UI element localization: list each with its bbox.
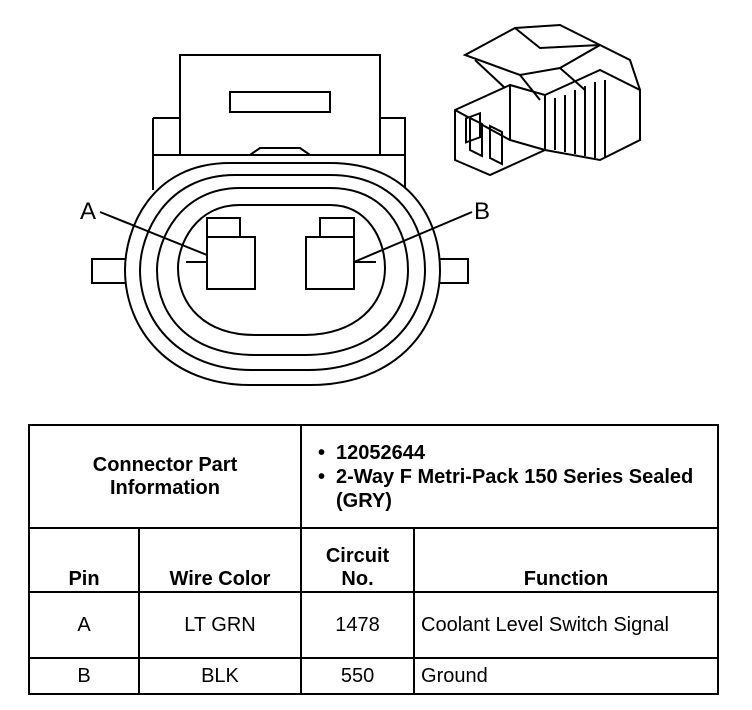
header-wire-color: Wire Color: [137, 527, 303, 593]
part-number: 12052644: [308, 441, 711, 465]
connector-info-values: 12052644 2-Way F Metri-Pack 150 Series S…: [300, 424, 720, 529]
left-tab: [91, 258, 131, 284]
row-wire-color: LT GRN: [137, 591, 303, 659]
connector-info-label-text: Connector Part Information: [92, 453, 238, 499]
connector-latch: [152, 54, 406, 190]
row-wire-color: BLK: [137, 657, 303, 695]
header-row: Pin Wire Color Circuit No. Function: [28, 527, 720, 593]
connector-info-row: Connector Part Information 12052644 2-Wa…: [27, 424, 720, 529]
row-circuit: 1478: [300, 591, 416, 659]
row-function: Ground: [413, 657, 720, 695]
row-pin: A: [28, 591, 140, 659]
connector-table: Connector Part Information 12052644 2-Wa…: [27, 424, 720, 695]
pin-a-leader: [99, 211, 208, 256]
header-pin: Pin: [28, 527, 140, 593]
header-function: Function: [413, 527, 720, 593]
connector-iso-view: [454, 23, 641, 177]
connector-diagram: [91, 23, 641, 386]
header-circuit-text: Circuit No.: [325, 545, 390, 590]
pin-a-terminal: [186, 217, 256, 290]
table-row: B BLK 550 Ground: [28, 657, 720, 695]
pin-b-terminal: [305, 217, 376, 290]
pin-b-leader: [353, 211, 473, 263]
row-pin: B: [28, 657, 140, 695]
pin-a-label: A: [80, 198, 97, 225]
connector-info-label: Connector Part Information: [27, 424, 303, 529]
table-row: A LT GRN 1478 Coolant Level Switch Signa…: [28, 591, 720, 659]
pin-b-label: B: [474, 198, 491, 225]
row-function: Coolant Level Switch Signal: [413, 591, 720, 659]
header-circuit: Circuit No.: [300, 527, 416, 593]
connector-body: [123, 162, 442, 386]
row-circuit: 550: [300, 657, 416, 695]
connector-description: 2-Way F Metri-Pack 150 Series Sealed (GR…: [308, 465, 711, 513]
